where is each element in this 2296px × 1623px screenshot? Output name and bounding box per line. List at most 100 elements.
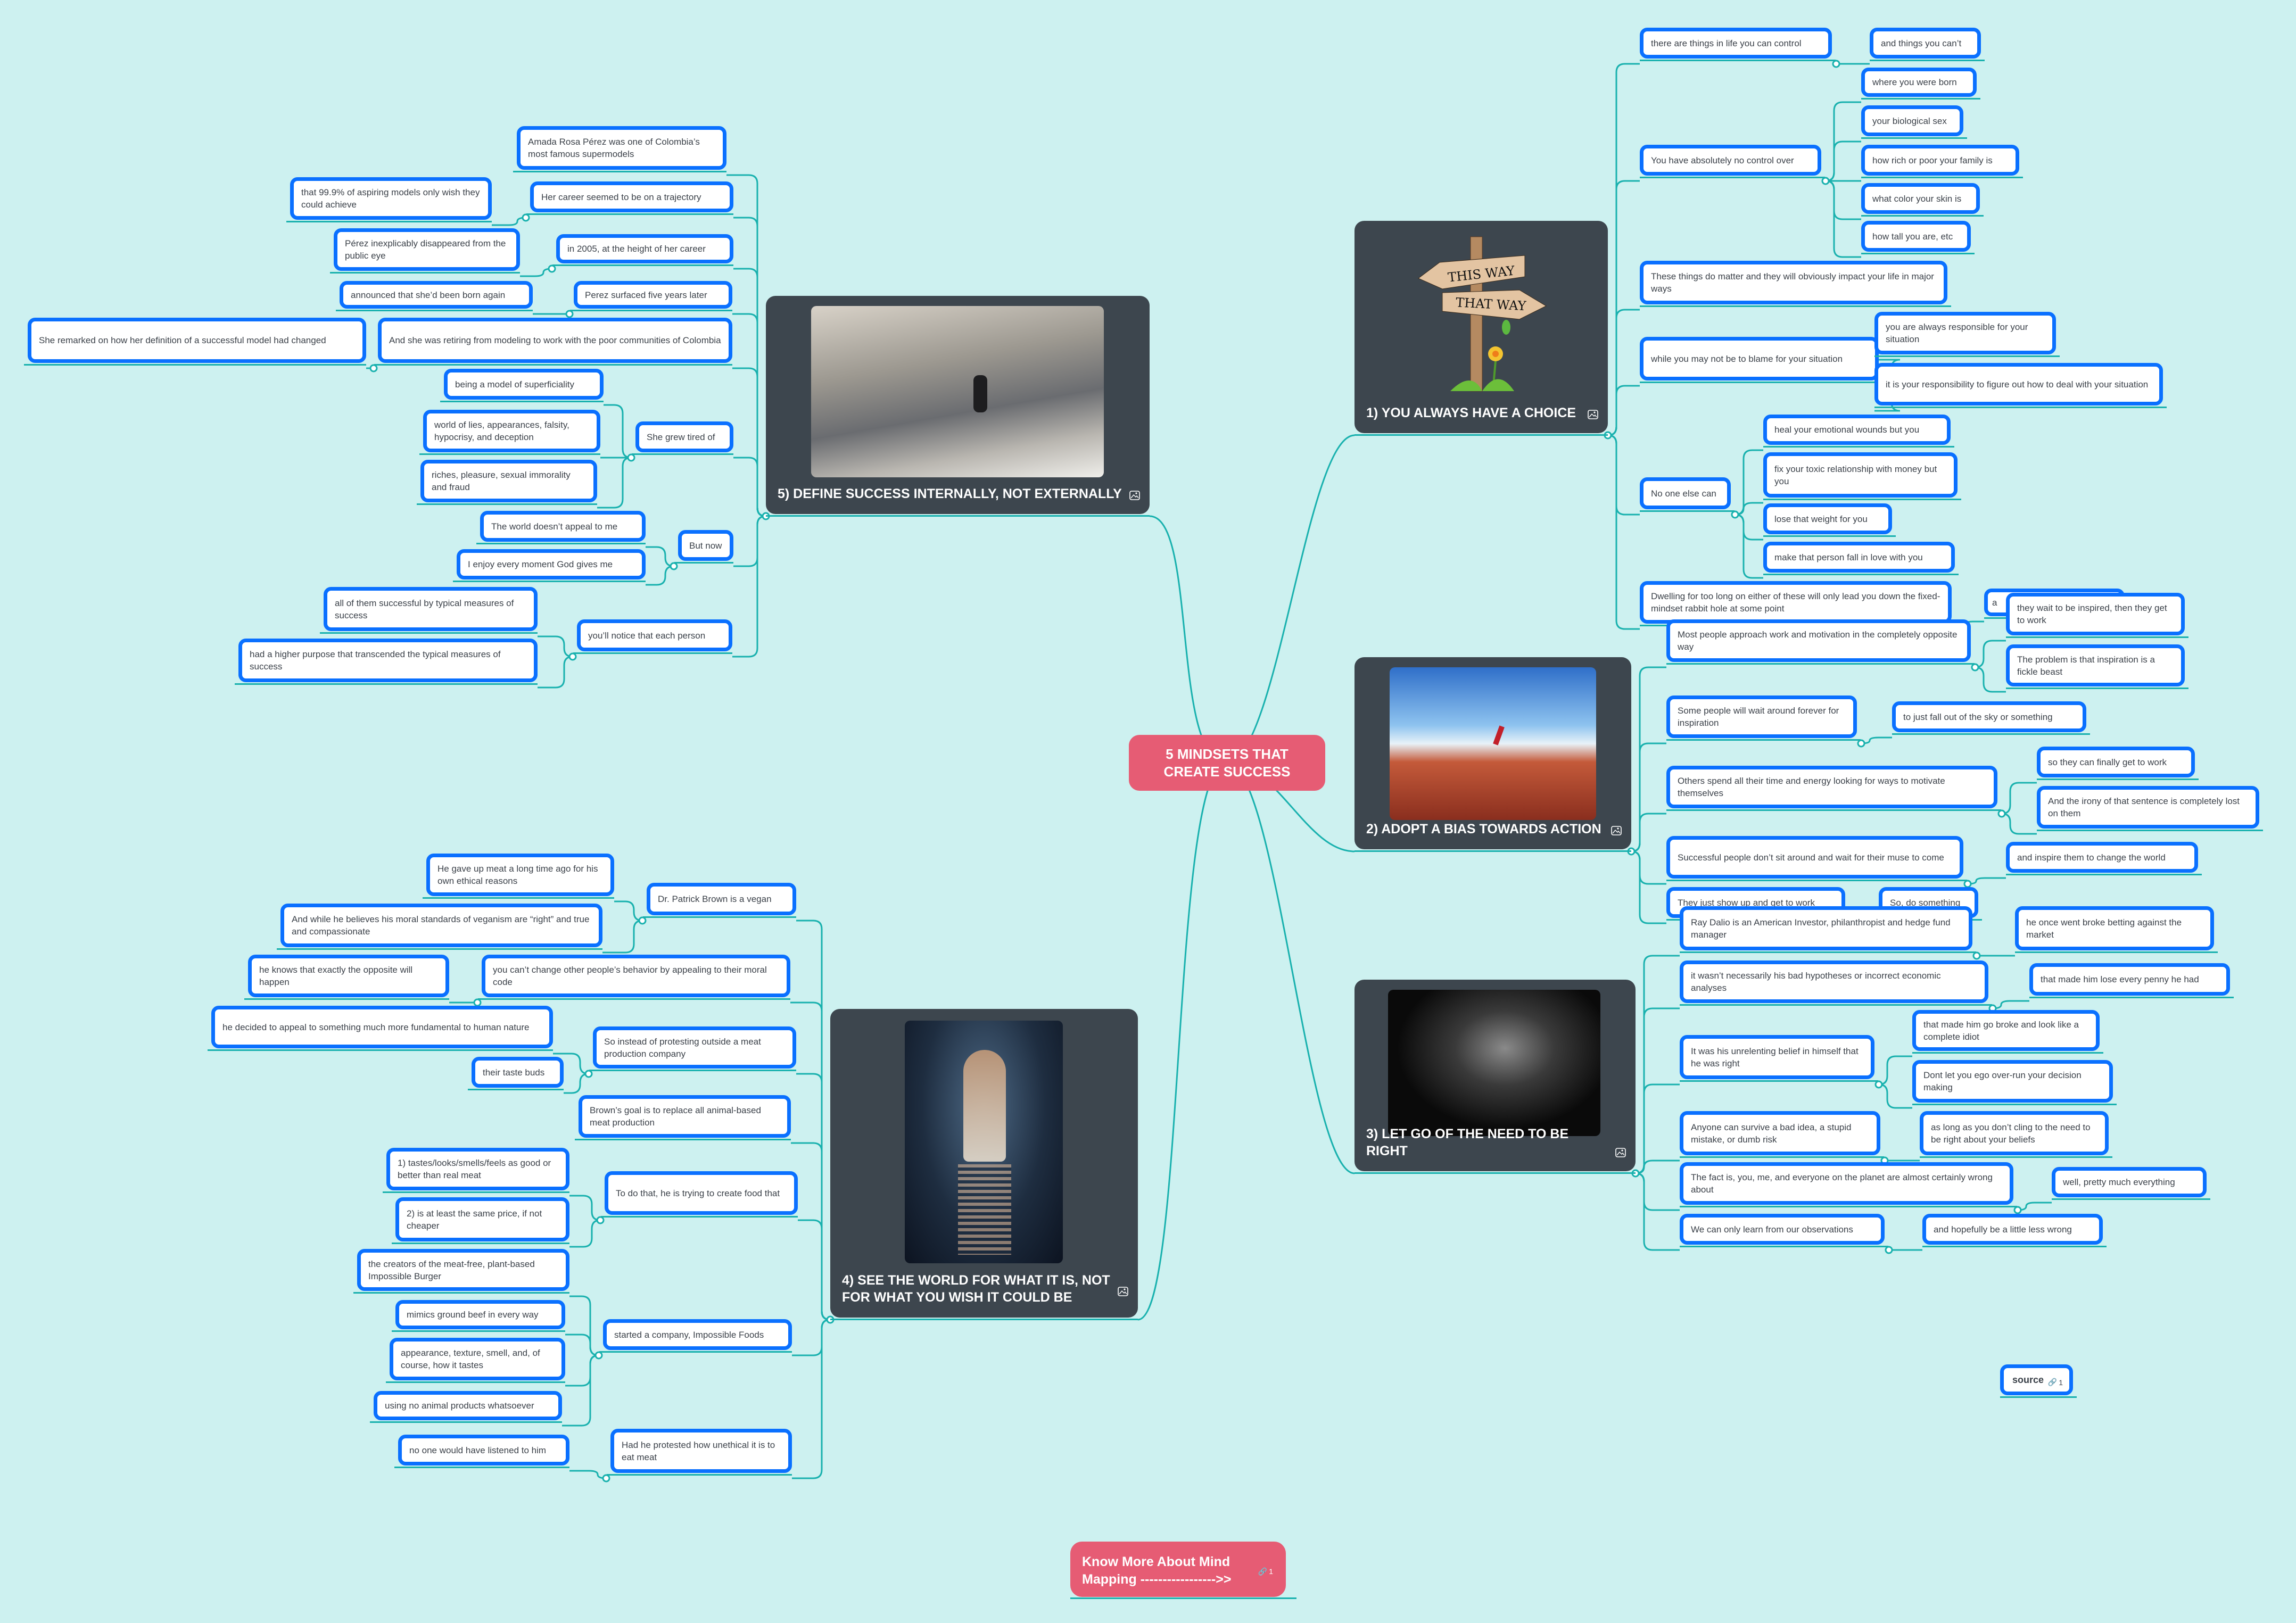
topic-node[interactable]: that made him lose every penny he had [2029,963,2234,998]
topic-node[interactable]: She remarked on how her definition of a … [24,318,366,366]
topic-node[interactable]: And while he believes his moral standard… [277,904,602,950]
topic-node[interactable]: to just fall out of the sky or something [1892,701,2090,735]
topic-node[interactable]: Anyone can survive a bad idea, a stupid … [1680,1111,1884,1158]
topic-node[interactable]: and things you can’t [1870,28,1985,61]
junction-dot[interactable] [1731,510,1739,519]
topic-node[interactable]: heal your emotional wounds but you [1763,415,1954,448]
topic-node[interactable]: Had he protested how unethical it is to … [607,1429,792,1476]
branch-card-2[interactable]: 2) ADOPT A BIAS TOWARDS ACTION [1355,657,1631,852]
topic-node[interactable]: it wasn’t necessarily his bad hypotheses… [1680,960,1992,1006]
junction-dot[interactable] [1821,177,1830,185]
topic-node[interactable]: You have absolutely no control over [1640,145,1825,178]
topic-node[interactable]: lose that weight for you [1763,503,1896,537]
topic-node[interactable]: no one would have listened to him [394,1435,569,1468]
topic-node[interactable]: But now [674,530,733,564]
topic-node[interactable]: It was his unrelenting belief in himself… [1680,1035,1878,1082]
topic-node[interactable]: And the irony of that sentence is comple… [2037,786,2263,831]
junction-dot[interactable] [1972,951,1981,960]
topic-node[interactable]: how tall you are, etc [1861,221,1975,254]
topic-node[interactable]: And she was retiring from modeling to wo… [374,318,732,366]
topic-node[interactable]: No one else can [1640,477,1735,512]
junction-dot[interactable] [596,1216,605,1224]
topic-node[interactable]: he knows that exactly the opposite will … [244,955,449,1000]
junction-dot[interactable] [568,652,577,661]
junction-dot[interactable] [1832,60,1840,68]
topic-node[interactable]: you are always responsible for your situ… [1874,312,2060,357]
topic-node[interactable]: that made him go broke and look like a c… [1912,1010,2103,1054]
topic-node[interactable]: all of them successful by typical measur… [320,587,538,634]
junction-dot[interactable] [1857,739,1865,748]
topic-node[interactable]: and inspire them to change the world [2006,842,2202,875]
junction-dot[interactable] [369,364,378,372]
junction-dot[interactable] [1997,809,2006,818]
topic-node[interactable]: Dwelling for too long on either of these… [1640,581,1955,626]
topic-node[interactable]: that 99.9% of aspiring models only wish … [286,177,492,222]
topic-node[interactable]: These things do matter and they will obv… [1640,261,1951,307]
topic-node[interactable]: make that person fall in love with you [1763,542,1959,575]
topic-node[interactable]: To do that, he is trying to create food … [601,1171,798,1218]
topic-node[interactable]: Some people will wait around forever for… [1666,695,1861,741]
topic-node[interactable]: while you may not be to blame for your s… [1640,337,1882,383]
topic-node[interactable]: riches, pleasure, sexual immorality and … [417,460,597,505]
topic-node[interactable]: mimics ground beef in every way [392,1300,565,1332]
know-more-node[interactable]: Know More About Mind Mapping -----------… [1070,1542,1296,1599]
topic-node[interactable]: Pérez inexplicably disappeared from the … [330,228,520,274]
topic-node[interactable]: you’ll notice that each person [573,619,732,654]
topic-node[interactable]: The fact is, you, me, and everyone on th… [1680,1162,2017,1207]
junction-dot[interactable] [594,1351,603,1360]
link-badge[interactable]: 🔗1 [1258,1563,1273,1580]
link-badge[interactable]: 🔗1 [2048,1378,2063,1387]
topic-node[interactable]: Ray Dalio is an American Investor, phila… [1680,906,1976,953]
topic-node[interactable]: what color your skin is [1861,183,1984,217]
topic-node[interactable]: Others spend all their time and energy l… [1666,766,2001,811]
topic-node[interactable]: they wait to be inspired, then they get … [2006,593,2188,638]
topic-node[interactable]: He gave up meat a long time ago for his … [423,854,614,899]
topic-node[interactable]: had a higher purpose that transcended th… [235,639,538,685]
junction-dot[interactable] [473,998,482,1007]
topic-node[interactable]: you can’t change other people’s behavior… [478,955,790,1000]
junction-dot[interactable] [638,916,647,925]
topic-node[interactable]: So instead of protesting outside a meat … [589,1026,796,1071]
topic-node[interactable]: as long as you don’t cling to the need t… [1920,1111,2112,1158]
branch-card-5[interactable]: 5) DEFINE SUCCESS INTERNALLY, NOT EXTERN… [766,296,1150,517]
junction-dot[interactable] [627,453,635,462]
topic-node[interactable]: Perez surfaced five years later [570,281,732,311]
topic-node[interactable]: She grew tired of [632,421,733,455]
topic-node[interactable]: well, pretty much everything [2052,1167,2210,1200]
junction-dot[interactable] [1963,880,1972,888]
image-icon[interactable] [1615,1148,1626,1157]
topic-node[interactable]: in 2005, at the height of her career [552,234,733,266]
topic-node[interactable]: started a company, Impossible Foods [599,1319,792,1353]
topic-node[interactable]: where you were born [1861,68,1980,100]
topic-node[interactable]: 2) is at least the same price, if not ch… [392,1197,569,1244]
topic-node[interactable]: the creators of the meat-free, plant-bas… [353,1249,569,1294]
junction-dot[interactable] [1971,663,1979,672]
topic-node[interactable]: Most people approach work and motivation… [1666,619,1975,665]
junction-dot[interactable] [522,213,530,222]
topic-node[interactable]: being a model of superficiality [440,369,604,402]
topic-node[interactable]: fix your toxic relationship with money b… [1763,452,1961,500]
topic-node[interactable]: Successful people don’t sit around and w… [1666,836,1967,881]
source-node[interactable]: source 🔗1 [2000,1364,2077,1398]
branch-card-4[interactable]: 4) SEE THE WORLD FOR WHAT IT IS, NOT FOR… [830,1009,1138,1320]
junction-dot[interactable] [548,264,556,273]
topic-node[interactable]: he decided to appeal to something much m… [208,1006,553,1051]
central-topic[interactable]: 5 MINDSETS THAT CREATE SUCCESS [1129,735,1325,791]
topic-node[interactable]: Amada Rosa Pérez was one of Colombia’s m… [513,126,726,172]
topic-node[interactable]: Her career seemed to be on a trajectory [526,181,733,215]
image-icon[interactable] [1611,826,1622,835]
junction-dot[interactable] [602,1474,610,1483]
topic-node[interactable]: so they can finally get to work [2037,747,2199,780]
topic-node[interactable]: it is your responsibility to figure out … [1874,363,2167,408]
topic-node[interactable]: appearance, texture, smell, and, of cour… [386,1338,565,1383]
topic-node[interactable]: your biological sex [1861,105,1967,139]
branch-card-1[interactable]: THIS WAY THAT WAY 1) YOU ALWAYS HAVE A C… [1355,221,1608,436]
topic-node[interactable]: world of lies, appearances, falsity, hyp… [419,410,600,455]
topic-node[interactable]: Dont let you ego over-run your decision … [1912,1060,2117,1105]
image-icon[interactable] [1118,1287,1128,1296]
topic-node[interactable]: I enjoy every moment God gives me [453,549,646,582]
topic-node[interactable]: The problem is that inspiration is a fic… [2006,644,2188,689]
junction-dot[interactable] [565,310,574,318]
image-icon[interactable] [1588,410,1598,419]
topic-node[interactable]: he once went broke betting against the m… [2015,906,2218,953]
